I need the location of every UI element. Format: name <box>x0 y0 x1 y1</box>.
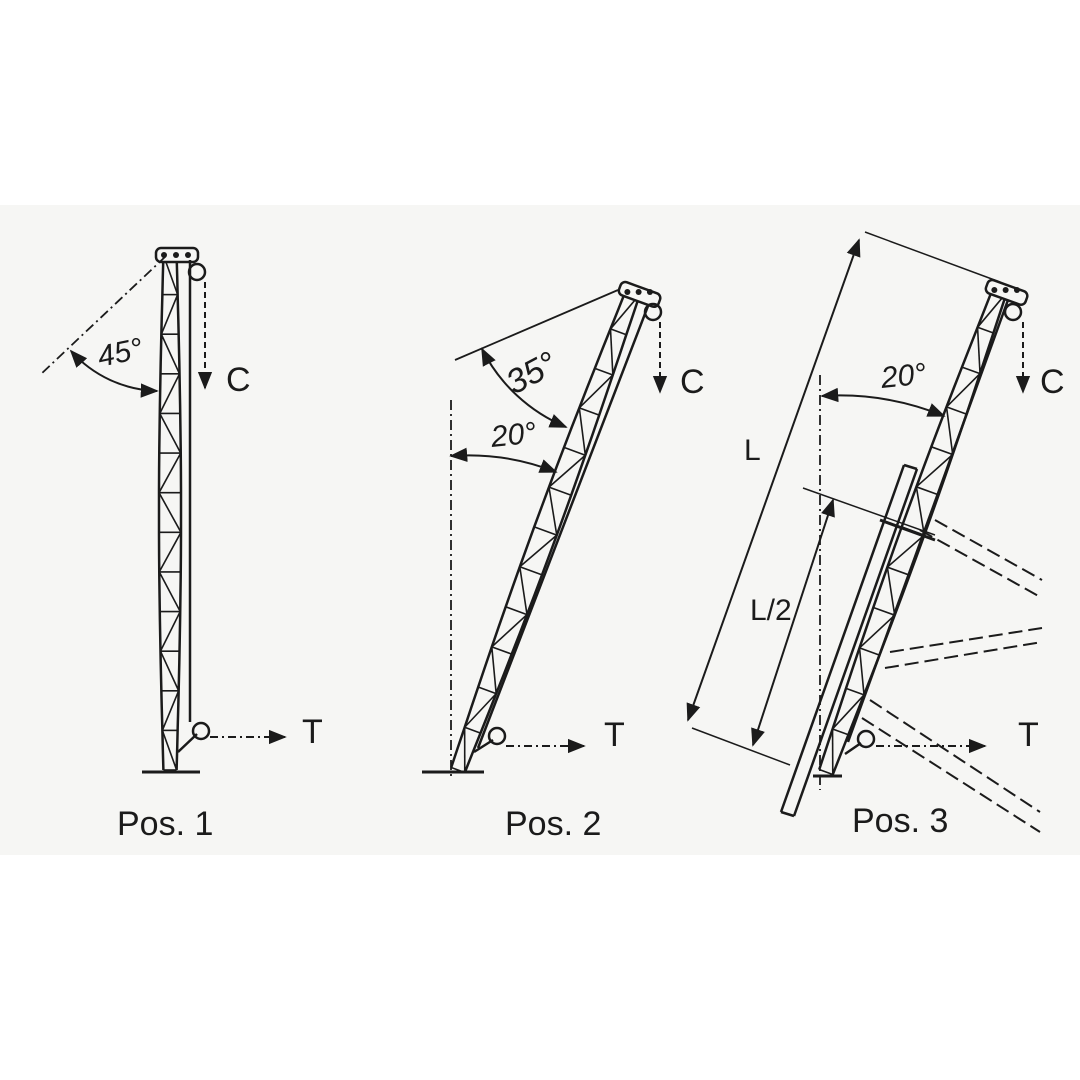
dim-line-L-half <box>751 498 835 747</box>
force-label-c-2: C <box>680 363 705 401</box>
force-label-t-2: T <box>604 716 625 754</box>
head-pin <box>1002 287 1009 293</box>
dim-label-L-half: L/2 <box>750 594 792 627</box>
angle-arc-35 <box>481 347 568 428</box>
boom-1 <box>154 246 200 771</box>
angle-label-35: 35° <box>500 344 563 402</box>
angle-label-45: 45° <box>95 332 146 374</box>
position-label-3: Pos. 3 <box>852 802 948 840</box>
pulley-bracket-1 <box>177 733 198 753</box>
top-pulley-2 <box>643 302 663 322</box>
angle-label-20-pos3: 20° <box>878 357 928 395</box>
bottom-pulley-1 <box>191 721 211 741</box>
force-label-t-1: T <box>302 713 323 751</box>
adjacent-structure-dashed <box>861 519 1043 833</box>
angle-ref-line-1 <box>39 255 167 376</box>
bottom-pulley-2 <box>487 726 507 746</box>
dim-label-L: L <box>744 434 761 467</box>
boom-2 <box>450 280 662 774</box>
head-pin <box>1013 287 1020 293</box>
angle-arc-20-pos3 <box>820 387 946 417</box>
position-label-1: Pos. 1 <box>117 805 213 843</box>
head-pin <box>991 287 998 293</box>
head-pin <box>173 252 179 258</box>
angle-label-20-pos2: 20° <box>488 416 538 454</box>
head-pin <box>635 289 642 295</box>
collar-3 <box>879 518 936 542</box>
position-1-group: 45° C T Pos. 1 <box>39 246 323 843</box>
dim-extension-bottom <box>691 727 791 766</box>
boom-chord-left <box>175 254 183 771</box>
dim-extension-top <box>864 231 1001 283</box>
dim-line-L <box>686 238 861 722</box>
head-pin <box>646 289 653 295</box>
position-label-2: Pos. 2 <box>505 805 601 843</box>
head-pin <box>624 289 631 295</box>
pulley-bracket-2 <box>473 738 494 754</box>
angle-arc-45 <box>69 349 159 398</box>
force-label-t-3: T <box>1018 716 1039 754</box>
cable-3 <box>846 299 1010 743</box>
boom-3 <box>818 278 1029 776</box>
force-label-c-3: C <box>1040 363 1065 401</box>
angle-arc-20-pos2 <box>449 447 558 473</box>
bottom-pulley-3 <box>856 729 876 749</box>
head-pin <box>185 252 191 258</box>
gin-pole-3 <box>779 463 919 818</box>
force-label-c-1: C <box>226 361 251 399</box>
position-3-group: L L/2 20° C T Pos. 3 <box>686 231 1065 840</box>
top-pulley-1 <box>187 262 207 282</box>
pulley-bracket-3 <box>844 741 862 756</box>
dim-extension-mid <box>802 487 936 536</box>
top-pulley-3 <box>1003 302 1023 322</box>
cable-2 <box>476 305 650 749</box>
boom-chord-right <box>157 254 165 771</box>
position-2-group: 35° 20° C T Pos. 2 <box>422 280 705 843</box>
